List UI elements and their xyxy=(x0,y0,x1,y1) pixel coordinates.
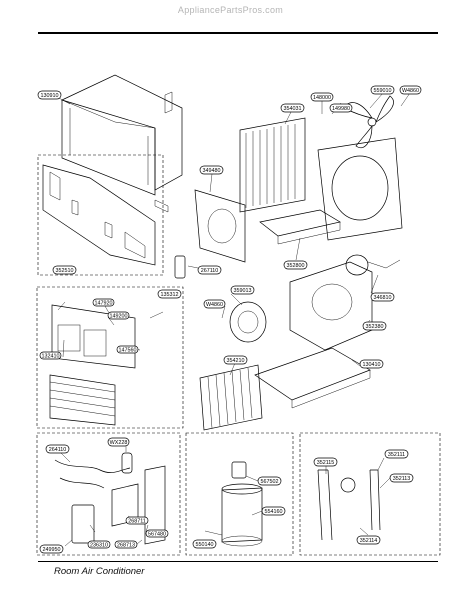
svg-text:352113: 352113 xyxy=(393,476,411,482)
fan-motor-drawing xyxy=(345,254,401,276)
svg-text:268711: 268711 xyxy=(128,519,146,525)
svg-text:268713: 268713 xyxy=(117,543,135,549)
base-plate-drawing xyxy=(254,347,371,409)
label-567502: 567502 xyxy=(257,476,282,486)
svg-text:359013: 359013 xyxy=(234,288,252,294)
label-236310: 236310 xyxy=(87,540,111,549)
compressor-group-box xyxy=(185,432,294,556)
label-135312: 135312 xyxy=(157,289,182,299)
label-W4860: W4860 xyxy=(399,85,422,95)
label-W4860-b: W4860 xyxy=(203,299,226,309)
label-130410: 130410 xyxy=(359,359,384,369)
header-rule xyxy=(38,32,438,34)
label-264110: 264110 xyxy=(45,444,70,454)
compressor-drawing xyxy=(221,461,263,547)
label-352510: 352510 xyxy=(52,265,77,275)
svg-text:352114: 352114 xyxy=(360,538,378,544)
label-148000: 148000 xyxy=(310,92,334,102)
svg-text:554160: 554160 xyxy=(265,509,283,515)
svg-text:132410: 132410 xyxy=(42,354,60,360)
label-559010: 559010 xyxy=(370,85,395,95)
svg-text:352800: 352800 xyxy=(287,263,305,269)
front-frame-drawing xyxy=(42,164,156,266)
blower-housing-drawing xyxy=(289,261,373,351)
svg-text:W4860: W4860 xyxy=(402,88,419,94)
tubing-group-box xyxy=(299,432,441,556)
condenser-coil-drawing xyxy=(239,117,306,213)
svg-text:354031: 354031 xyxy=(284,106,302,112)
front-grille-drawing xyxy=(49,304,136,426)
label-147560: 147560 xyxy=(116,345,139,354)
svg-text:147560: 147560 xyxy=(119,348,137,354)
label-346810: 346810 xyxy=(370,292,395,302)
label-132410: 132410 xyxy=(39,351,62,360)
svg-text:567480: 567480 xyxy=(148,532,166,538)
svg-text:149980: 149980 xyxy=(332,106,350,112)
footer-rule xyxy=(38,561,438,562)
svg-text:147920: 147920 xyxy=(95,301,113,307)
label-352380: 352380 xyxy=(362,321,387,331)
label-554160: 554160 xyxy=(261,506,286,516)
tubing-drawing xyxy=(317,469,381,541)
svg-text:354210: 354210 xyxy=(227,358,245,364)
front-grille-group-box xyxy=(36,286,184,429)
label-349480: 349480 xyxy=(199,165,224,175)
cabinet-drawing xyxy=(61,74,183,213)
remote-control-drawing xyxy=(174,255,186,279)
label-359013: 359013 xyxy=(230,285,255,295)
label-149200: 149200 xyxy=(107,311,130,320)
label-352113: 352113 xyxy=(389,473,414,483)
label-249950: 249950 xyxy=(39,544,64,554)
svg-text:264110: 264110 xyxy=(49,447,67,453)
label-354031: 354031 xyxy=(280,103,305,113)
label-267110: 267110 xyxy=(197,265,222,275)
site-watermark: AppliancePartsPros.com xyxy=(177,5,284,15)
svg-text:130410: 130410 xyxy=(363,362,381,368)
svg-text:346810: 346810 xyxy=(374,295,392,301)
svg-text:352111: 352111 xyxy=(388,452,405,458)
blower-wheel-drawing xyxy=(229,301,267,343)
orifice-panel-drawing xyxy=(194,189,246,263)
label-268713: 268713 xyxy=(114,540,138,549)
label-268711: 268711 xyxy=(125,516,149,525)
svg-text:559010: 559010 xyxy=(374,88,392,94)
svg-text:W4860: W4860 xyxy=(206,302,223,308)
svg-text:352380: 352380 xyxy=(366,324,384,330)
label-130910: 130910 xyxy=(37,90,62,100)
svg-text:249950: 249950 xyxy=(43,547,61,553)
fan-blade-drawing xyxy=(343,95,394,149)
svg-text:148000: 148000 xyxy=(313,95,331,101)
svg-text:149200: 149200 xyxy=(110,314,128,320)
svg-text:267110: 267110 xyxy=(201,268,219,274)
svg-text:135312: 135312 xyxy=(161,292,179,298)
svg-text:550140: 550140 xyxy=(196,542,214,548)
label-550140: 550140 xyxy=(192,539,217,549)
cabinet-front-group-box xyxy=(37,154,164,276)
shroud-drawing xyxy=(317,137,403,241)
control-group-box xyxy=(36,432,181,556)
svg-text:349480: 349480 xyxy=(203,168,221,174)
svg-text:352115: 352115 xyxy=(317,460,335,466)
label-147920: 147920 xyxy=(92,298,115,307)
label-567480: 567480 xyxy=(145,529,169,538)
evaporator-coil-drawing xyxy=(199,364,263,431)
label-352114: 352114 xyxy=(356,535,381,545)
svg-text:236310: 236310 xyxy=(90,543,108,549)
svg-text:567502: 567502 xyxy=(261,479,279,485)
svg-text:130910: 130910 xyxy=(41,93,59,99)
label-352111: 352111 xyxy=(384,449,409,459)
label-WX228: WX228 xyxy=(107,437,130,447)
label-352115: 352115 xyxy=(313,457,338,467)
svg-text:WX228: WX228 xyxy=(110,440,128,446)
label-149980: 149980 xyxy=(329,103,353,113)
drain-pan-drawing xyxy=(259,209,341,245)
footer-caption: Room Air Conditioner xyxy=(54,566,145,577)
label-352800: 352800 xyxy=(283,260,308,270)
label-354210: 354210 xyxy=(223,355,248,365)
svg-text:352510: 352510 xyxy=(56,268,74,274)
